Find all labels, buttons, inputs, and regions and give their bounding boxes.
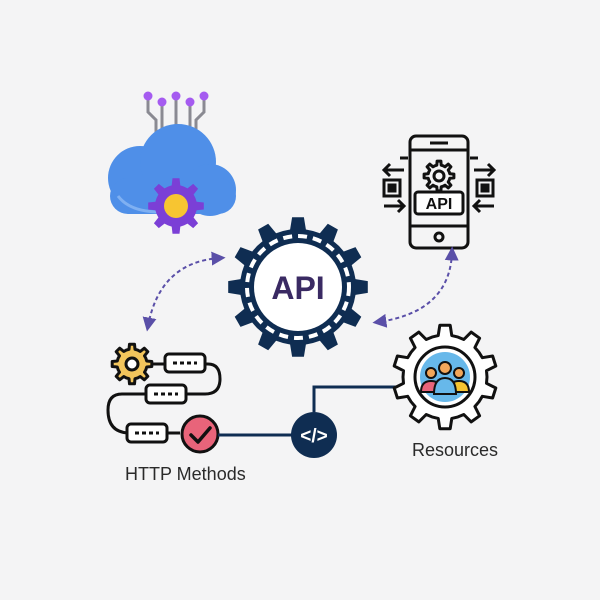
check-icon <box>180 414 220 454</box>
flow-block-2 <box>144 383 188 405</box>
resources-people-gear-icon <box>392 323 498 431</box>
people-figures <box>419 361 471 395</box>
phone-gear-icon <box>422 159 456 193</box>
mobile-api-icon: API <box>381 134 497 250</box>
qr-right <box>475 178 495 198</box>
flow-block-3 <box>125 422 169 444</box>
http-gear-icon <box>110 342 154 386</box>
navy-connectors <box>218 385 398 437</box>
http-methods-flow-icon <box>106 342 222 454</box>
http-methods-label: HTTP Methods <box>125 464 246 484</box>
api-gear-center <box>254 243 342 331</box>
code-icon: </> <box>291 412 337 458</box>
connector-arrows <box>142 246 459 332</box>
arrow-mobile-to-api <box>372 246 459 328</box>
qr-left <box>382 178 402 198</box>
cloud-gear <box>148 178 204 234</box>
cloud-gear-icon <box>108 91 236 234</box>
api-gear-icon: API <box>228 217 368 357</box>
cloud-circuit-nodes <box>143 91 209 107</box>
cloud-shape <box>108 124 236 216</box>
arrow-cloud-to-http <box>142 251 226 332</box>
code-label: </> <box>300 426 327 447</box>
api-gear-dashed-ring <box>245 234 351 340</box>
api-label: API <box>271 270 324 306</box>
phone-api-label: API <box>426 196 453 213</box>
resources-label: Resources <box>412 440 499 460</box>
flow-block-1 <box>163 352 207 374</box>
